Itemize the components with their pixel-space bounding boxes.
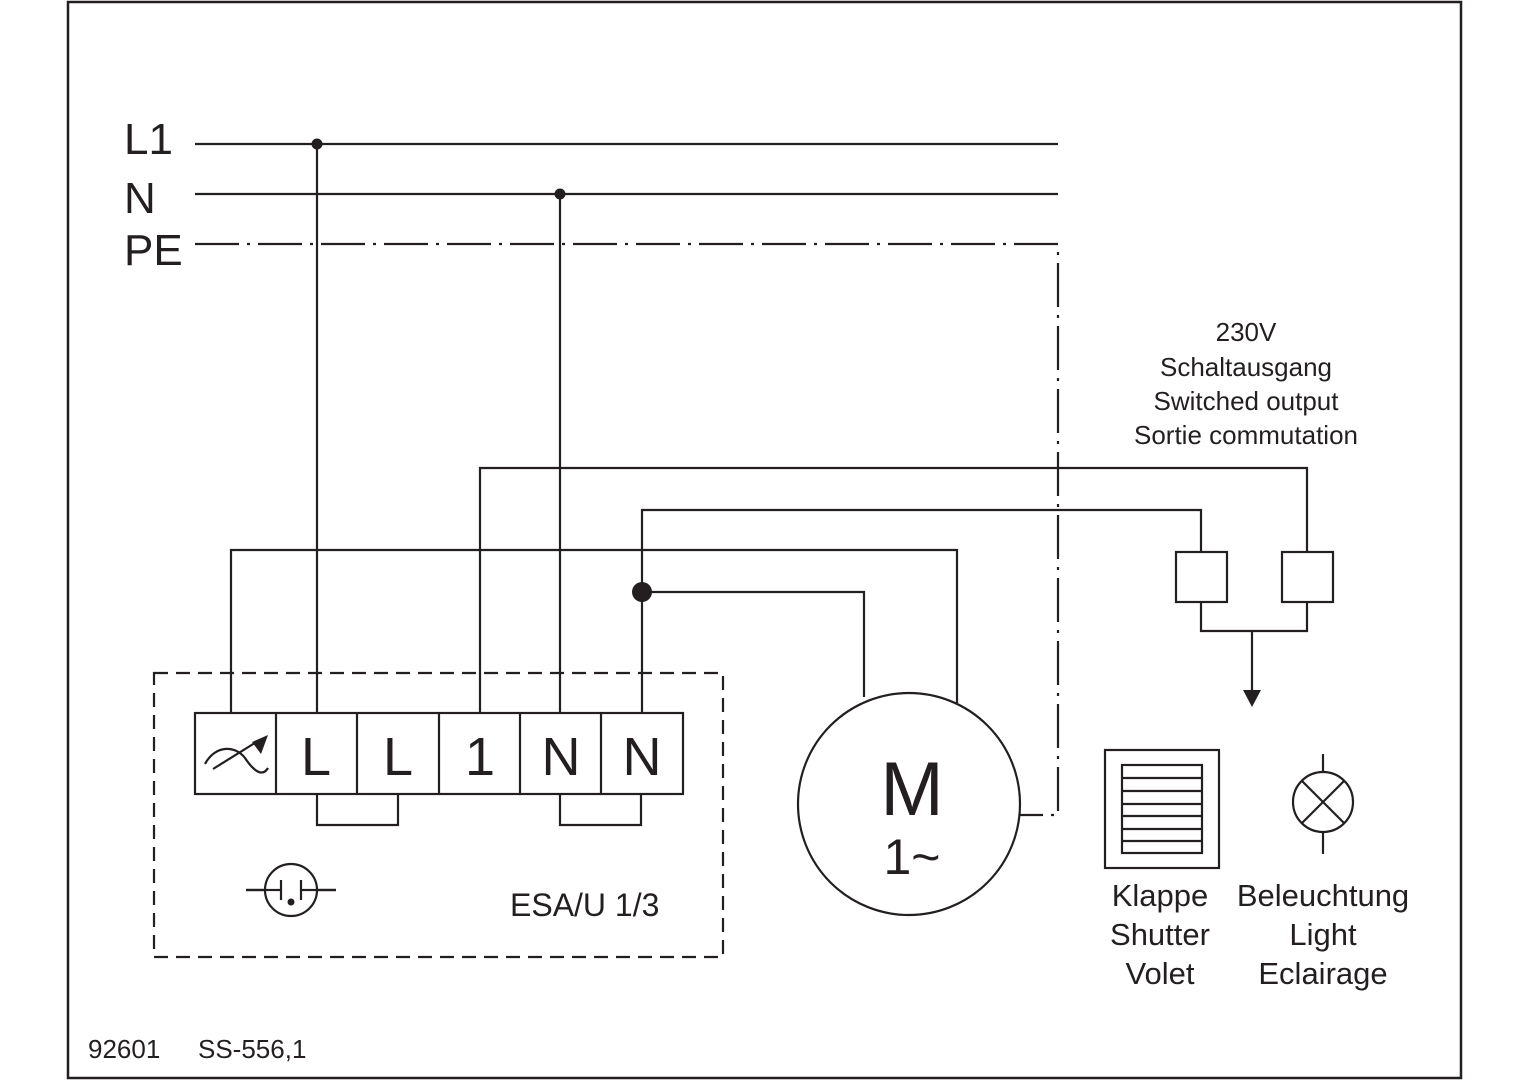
bus-label-l1: L1 bbox=[124, 115, 173, 164]
terminal-label-n-a: N bbox=[542, 727, 581, 787]
drawing-frame bbox=[66, 0, 1463, 1080]
motor-phase-label: 1~ bbox=[883, 829, 940, 885]
flush-mounted-box-icon bbox=[246, 862, 336, 918]
arrow-down-icon bbox=[1243, 690, 1261, 707]
wire-neutral-to-shutter bbox=[640, 508, 1203, 713]
motor-label: M bbox=[880, 747, 943, 832]
terminal-label-1: 1 bbox=[465, 727, 495, 787]
load-label-light-en: Light bbox=[1289, 917, 1357, 952]
wire-neutral-to-motor bbox=[642, 590, 866, 697]
terminal-label-n-b: N bbox=[623, 727, 662, 787]
lamp-icon bbox=[1291, 754, 1355, 854]
load-label-light-fr: Eclairage bbox=[1258, 956, 1387, 991]
bridge-l-terminals bbox=[315, 794, 400, 827]
shutter-icon bbox=[1103, 748, 1221, 870]
wire-sensor-to-motor bbox=[229, 548, 959, 713]
output-common-wire bbox=[1199, 602, 1309, 633]
load-label-light-de: Beleuchtung bbox=[1237, 878, 1409, 913]
junction-dot-l1 bbox=[311, 138, 323, 150]
controller-model-label: ESA/U 1/3 bbox=[510, 887, 659, 923]
controller-enclosure bbox=[152, 671, 725, 959]
load-label-shutter-de: Klappe bbox=[1112, 878, 1209, 913]
note-voltage: 230V bbox=[1216, 317, 1277, 347]
motor-symbol bbox=[796, 691, 1022, 917]
bus-label-n: N bbox=[124, 174, 156, 223]
footer-drawing-number: 92601 bbox=[88, 1034, 160, 1064]
output-contact-shutter bbox=[1174, 550, 1229, 604]
wire-output-1-to-light bbox=[478, 466, 1309, 713]
note-english: Switched output bbox=[1153, 386, 1339, 416]
load-label-shutter-fr: Volet bbox=[1126, 956, 1195, 991]
output-contact-light bbox=[1280, 550, 1335, 604]
load-label-shutter-en: Shutter bbox=[1110, 917, 1210, 952]
terminal-block bbox=[193, 711, 685, 796]
footer-reference: SS-556,1 bbox=[198, 1034, 306, 1064]
terminal-label-l-b: L bbox=[383, 727, 413, 787]
note-french: Sortie commutation bbox=[1134, 420, 1358, 450]
terminal-label-l-a: L bbox=[301, 727, 331, 787]
bus-label-pe: PE bbox=[124, 226, 183, 275]
junction-dot-motor-neutral bbox=[632, 582, 652, 602]
bus-line-pe bbox=[195, 242, 1060, 817]
junction-dot-n bbox=[554, 188, 566, 200]
note-german: Schaltausgang bbox=[1160, 352, 1332, 382]
adjustable-sensor-icon bbox=[204, 735, 269, 774]
bridge-n-terminals bbox=[558, 794, 643, 827]
